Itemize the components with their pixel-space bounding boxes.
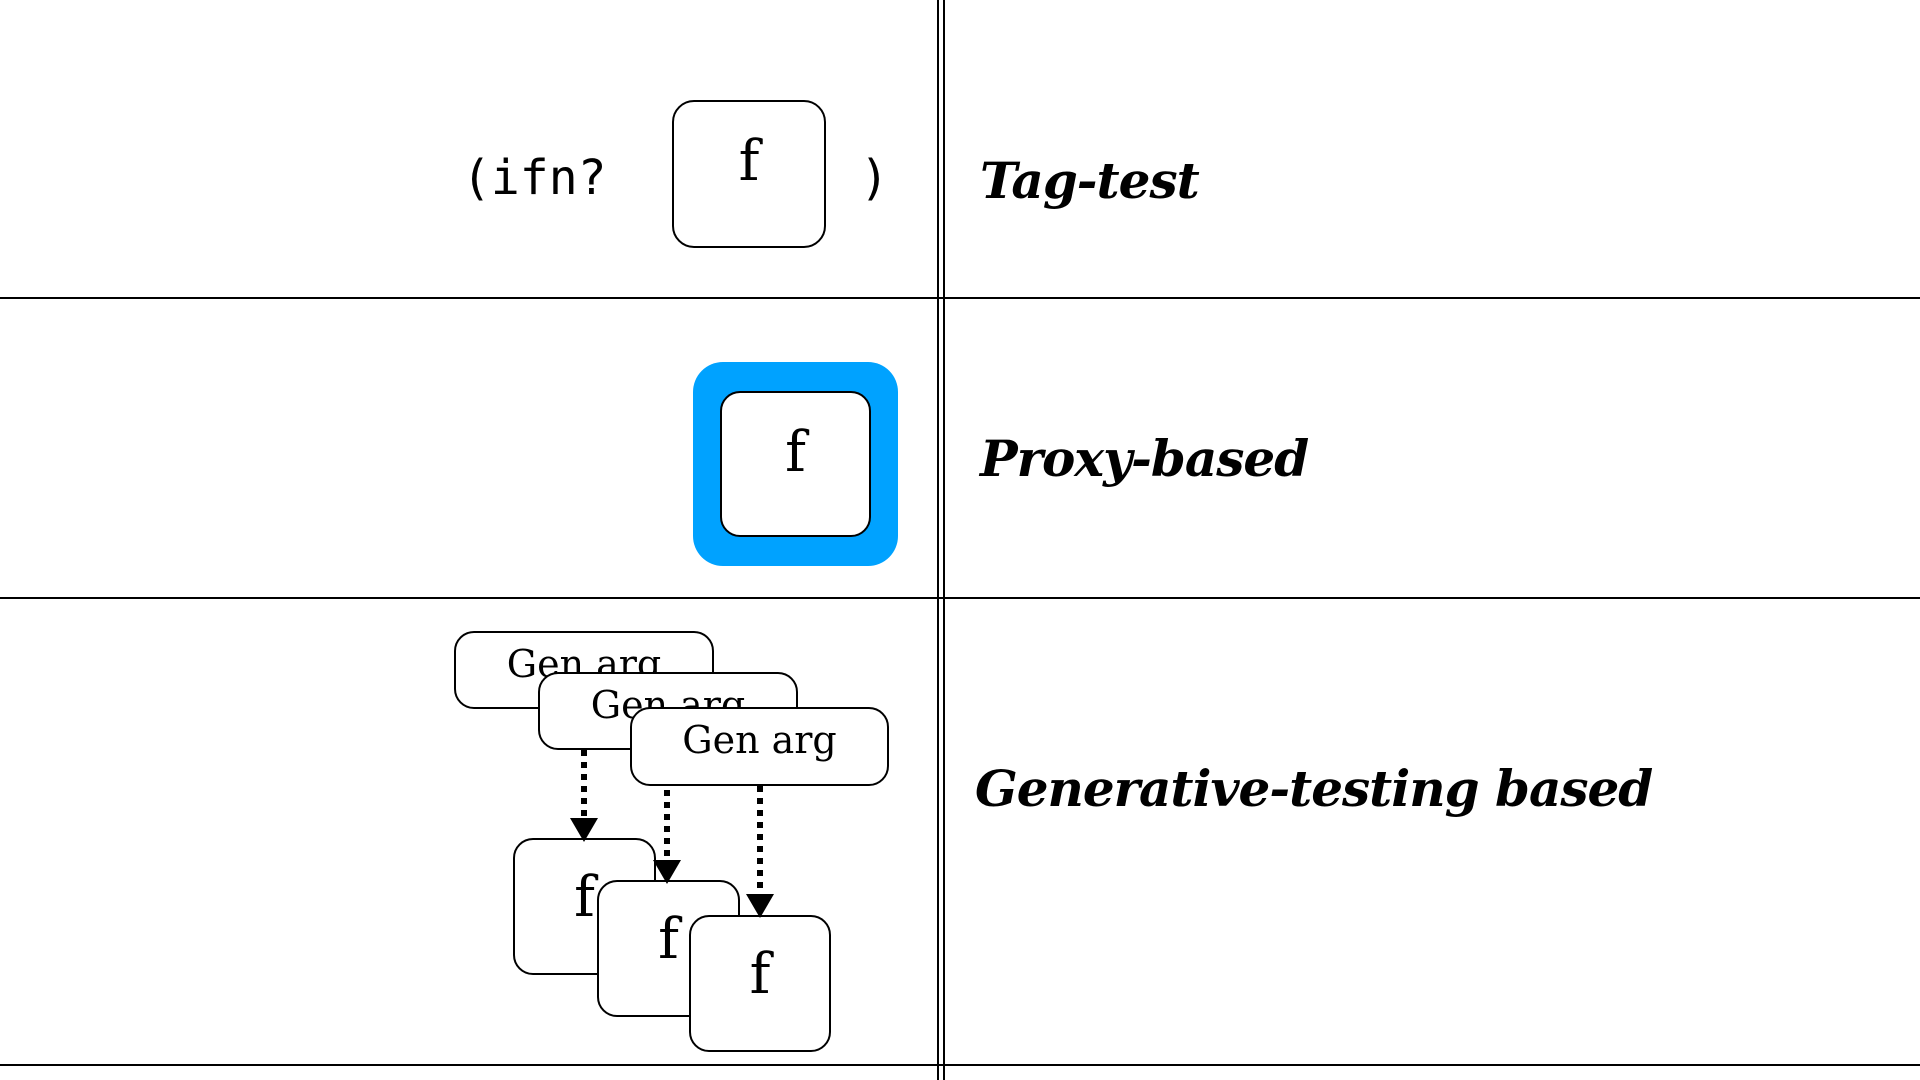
row-divider-2 <box>0 597 1920 599</box>
row-label: Generative-testing based <box>975 759 1653 818</box>
function-label: f <box>785 420 806 485</box>
dotted-arrow-3 <box>746 786 774 918</box>
function-box-3: f <box>689 915 831 1052</box>
function-label: f <box>749 942 771 1007</box>
gen-arg-box-3: Gen arg <box>630 707 889 786</box>
gen-arg-label: Gen arg <box>682 718 837 762</box>
row-label: Tag-test <box>980 151 1200 210</box>
function-label: f <box>574 865 595 930</box>
function-box: f <box>720 391 871 537</box>
dotted-arrow-1 <box>570 750 598 842</box>
row-label: Proxy-based <box>980 429 1309 488</box>
code-open: (ifn? <box>462 150 607 206</box>
proxy-wrapper: f <box>693 362 898 566</box>
column-divider-left <box>937 0 939 1080</box>
row-divider-1 <box>0 297 1920 299</box>
column-divider-right <box>943 0 945 1080</box>
code-close: ) <box>860 150 889 206</box>
dotted-arrow-2 <box>653 790 681 884</box>
function-box: f <box>672 100 826 248</box>
function-label: f <box>658 907 679 972</box>
row-divider-3 <box>0 1064 1920 1066</box>
function-label: f <box>738 129 760 194</box>
